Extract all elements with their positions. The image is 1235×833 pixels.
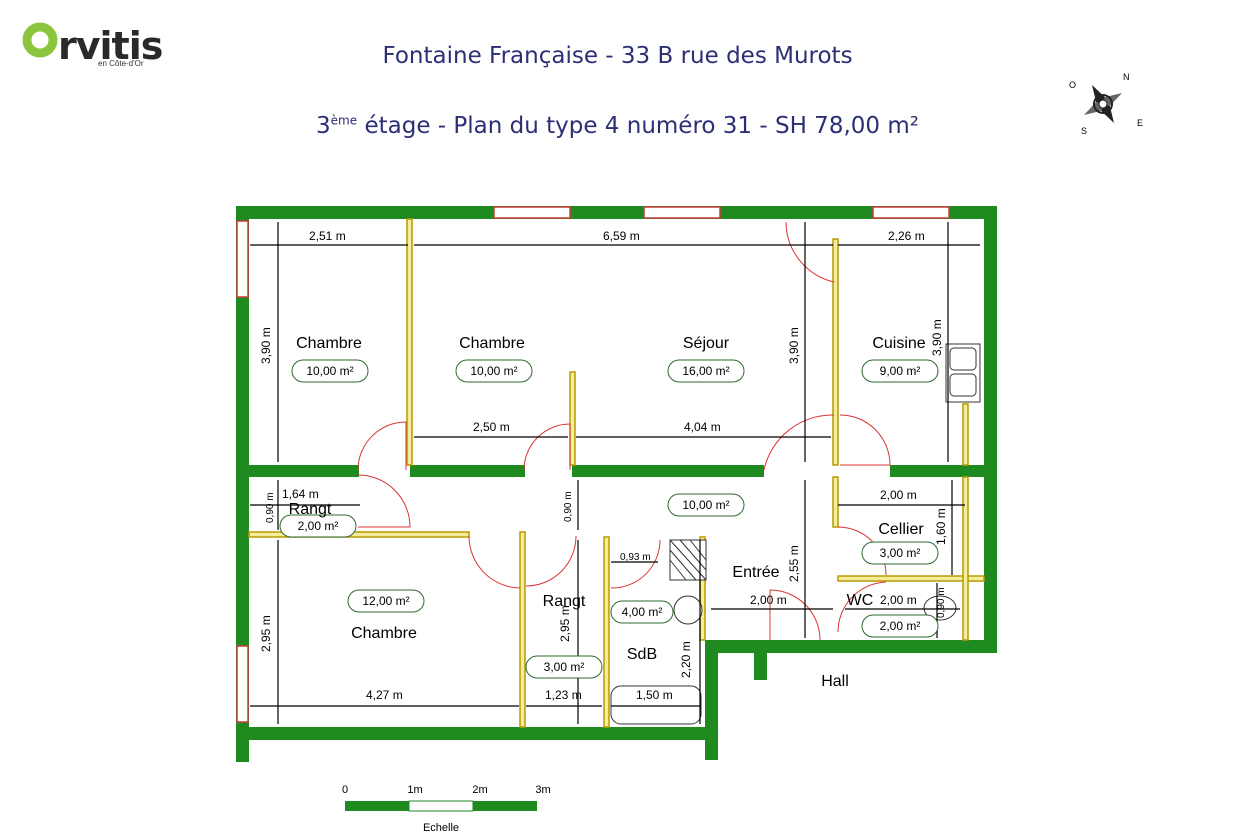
scale-tick: 1m [407,784,422,796]
dim-label: 0,93 m [620,552,651,563]
logo-tagline: en Côte-d'Or [98,59,144,68]
dim-label: 0,90 m [563,491,574,522]
windows [236,206,950,723]
dim-label: 3,90 m [787,327,801,364]
area-labels: 10,00 m² 10,00 m² 16,00 m² 9,00 m² 2,00 … [298,364,921,674]
room-name-wc: WC [847,592,874,609]
room-name-rangt1: Rangt [289,501,332,518]
dim-label: 2,00 m [750,593,787,607]
compass-e: E [1137,118,1143,128]
scale-tick: 2m [472,784,487,796]
compass-o: O [1069,80,1076,90]
scale-bar: 0 1m 2m 3m Echelle [342,784,551,833]
dim-label: 1,23 m [545,688,582,702]
area-cellier: 3,00 m² [880,546,921,560]
scale-tick: 0 [342,784,348,796]
dim-label: 0,90 m [265,492,276,523]
logo-o-icon [22,22,58,58]
area-tags [279,359,939,679]
compass-rose-icon: N O S E [1069,72,1143,136]
area-rangt1: 2,00 m² [298,519,339,533]
area-sejour: 16,00 m² [682,364,729,378]
dim-label: 1,60 m [934,508,948,545]
bathtub-icon [610,685,702,725]
area-wc: 2,00 m² [880,619,921,633]
area-degagement: 10,00 m² [682,498,729,512]
room-names: Chambre Chambre Séjour Cuisine Rangt Cel… [289,335,926,690]
room-name-cuisine: Cuisine [872,335,925,352]
area-cuisine: 9,00 m² [880,364,921,378]
partitions [248,218,985,728]
dim-label: 2,50 m [473,420,510,434]
room-name-chambre3: Chambre [351,625,417,642]
plan-subtitle: 3ème étage - Plan du type 4 numéro 31 - … [316,113,919,139]
room-name-chambre1: Chambre [296,335,362,352]
dim-label: 2,20 m [679,641,693,678]
scale-label: Echelle [423,822,459,833]
dimension-labels: 2,51 m 6,59 m 2,26 m 3,90 m 3,90 m 3,90 … [259,229,948,702]
dim-label: 3,90 m [259,327,273,364]
dim-label: 2,95 m [558,605,572,642]
dim-label: 2,26 m [888,229,925,243]
room-name-rangt2: Rangt [543,593,586,610]
dim-label: 6,59 m [603,229,640,243]
dim-label: 2,95 m [259,615,273,652]
logo-wordmark: rvitis [58,24,163,68]
dim-label: 1,50 m [636,688,673,702]
doors [357,221,891,641]
area-rangt2: 3,00 m² [544,660,585,674]
dim-label: 0,90 m [936,587,947,618]
room-name-chambre2: Chambre [459,335,525,352]
compass-n: N [1123,72,1130,82]
room-name-sejour: Séjour [683,335,730,352]
room-name-cellier: Cellier [878,521,924,538]
area-chambre2: 10,00 m² [470,364,517,378]
dim-label: 4,04 m [684,420,721,434]
kitchen-sink-icon [945,343,981,403]
area-chambre3: 12,00 m² [362,594,409,608]
area-chambre1: 10,00 m² [306,364,353,378]
room-name-sdb: SdB [627,646,657,663]
room-name-hall: Hall [821,673,849,690]
dim-label: 4,27 m [366,688,403,702]
dim-label: 3,90 m [930,319,944,356]
orvitis-logo: rvitis en Côte-d'Or [22,18,163,78]
walls [236,206,997,762]
compass-s: S [1081,126,1087,136]
dim-label: 2,00 m [880,488,917,502]
scale-tick: 3m [535,784,550,796]
plan-title: Fontaine Française - 33 B rue des Murots [382,43,853,69]
room-name-entree: Entrée [732,564,779,581]
dim-label: 2,00 m [880,593,917,607]
dim-label: 2,55 m [787,545,801,582]
area-sdb: 4,00 m² [622,605,663,619]
fixtures [610,343,981,725]
dim-label: 2,51 m [309,229,346,243]
washbasin-icon [673,595,703,625]
dim-label: 1,64 m [282,487,319,501]
dimension-lines [250,222,980,724]
toilet-icon [923,595,957,621]
